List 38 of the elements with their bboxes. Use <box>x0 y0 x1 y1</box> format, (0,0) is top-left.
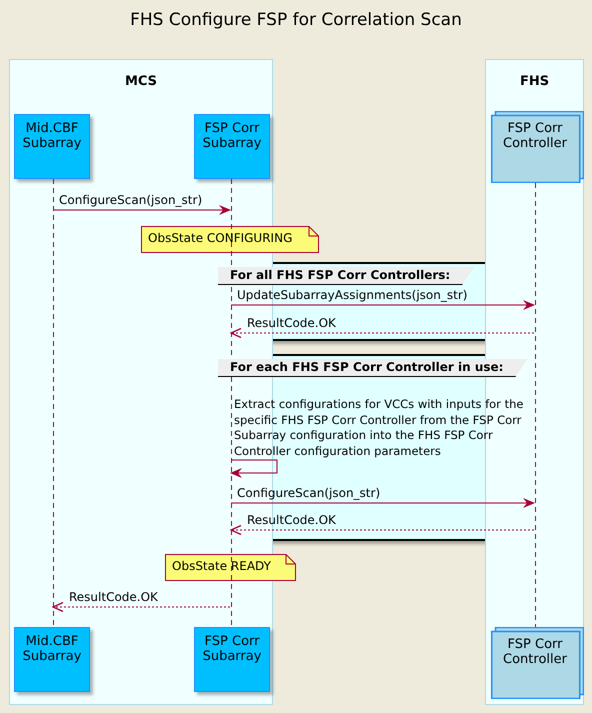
note-text: ObsState READY <box>172 559 271 573</box>
group-title: MCS <box>124 74 158 89</box>
message-label: ConfigureScan(json_str) <box>237 486 380 500</box>
participant-label: FSP Corr Subarray <box>202 121 262 151</box>
message-arrow <box>230 498 535 508</box>
return-arrow <box>230 524 534 536</box>
loop-label: For all FHS FSP Corr Controllers: <box>218 267 474 285</box>
message-label: ResultCode.OK <box>247 316 336 330</box>
return-arrow <box>52 602 230 612</box>
message-arrow <box>52 205 231 215</box>
message-label: ResultCode.OK <box>247 513 336 527</box>
message-label: UpdateSubarrayAssignments(json_str) <box>237 288 468 302</box>
loop-label: For each FHS FSP Corr Controller in use: <box>218 359 528 377</box>
message-arrow <box>230 300 535 310</box>
participant-stack <box>491 627 584 699</box>
participant-box <box>194 114 270 179</box>
note <box>165 554 296 581</box>
message-label: ResultCode.OK <box>69 590 158 604</box>
participant-box <box>14 114 90 179</box>
lifeline <box>535 183 536 627</box>
return-arrow <box>230 328 534 338</box>
message-label: Extract configurations for VCCs with inputs for the specific FHS FSP Corr Controller from the FSP Corr Subarray configuration into the FHS FSP Corr Controller configuration parameters <box>234 397 524 459</box>
note <box>141 226 319 253</box>
participant-label: Mid.CBF Subarray <box>22 121 82 151</box>
message-arrow <box>230 460 278 478</box>
participant-stack <box>491 111 584 183</box>
message-label: ConfigureScan(json_str) <box>59 193 202 207</box>
note-text: ObsState CONFIGURING <box>148 231 292 245</box>
participant-label: FSP Corr Subarray <box>202 634 262 664</box>
participant-label: Mid.CBF Subarray <box>22 634 82 664</box>
lifeline <box>53 179 54 627</box>
participant-box <box>14 627 90 692</box>
lifeline <box>231 179 232 627</box>
participant-label: FSP Corr Controller <box>502 637 568 667</box>
participant-box <box>194 627 270 692</box>
participant-label: FSP Corr Controller <box>502 121 568 151</box>
group-title: FHS <box>520 74 550 89</box>
diagram-title: FHS Configure FSP for Correlation Scan <box>130 10 462 30</box>
